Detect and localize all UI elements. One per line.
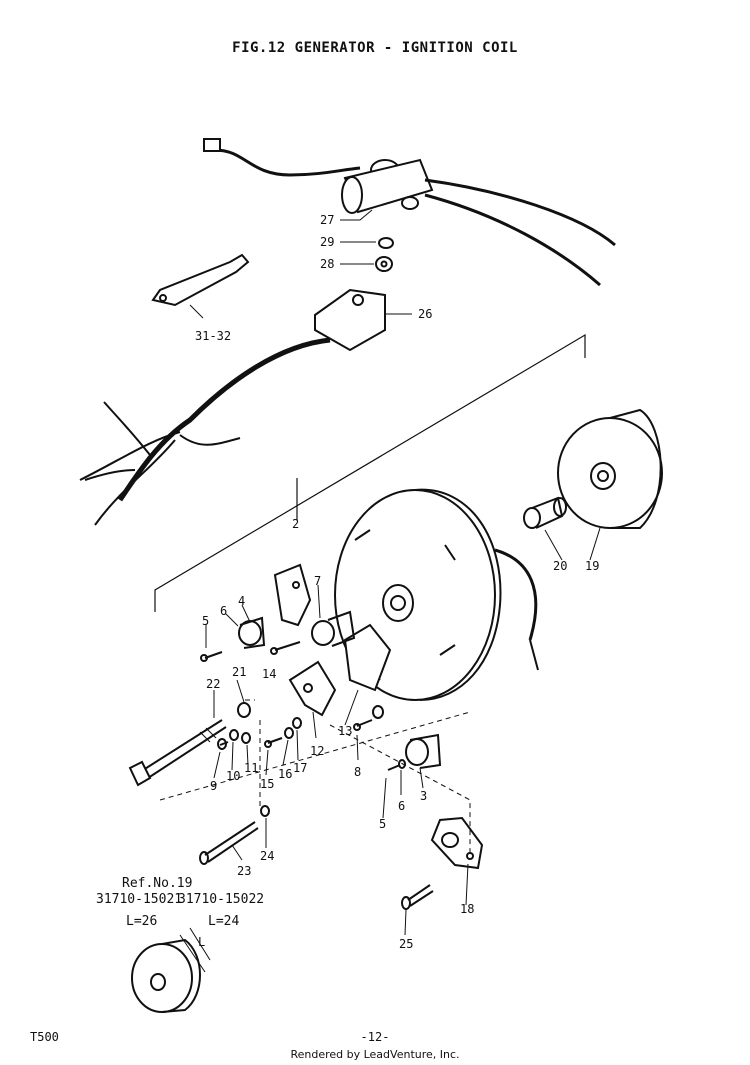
coil-7 — [311, 610, 356, 647]
callout-26: 26 — [418, 307, 432, 321]
nut-28 — [375, 256, 393, 272]
callout-13: 13 — [338, 724, 352, 738]
length-b: L=24 — [208, 914, 240, 929]
fasteners — [200, 641, 406, 817]
callout-18: 18 — [460, 902, 474, 916]
rotor-19 — [557, 408, 663, 529]
callout-2: 2 — [292, 517, 299, 531]
callout-23: 23 — [237, 864, 251, 878]
bolt-22 — [128, 719, 227, 787]
callout-12: 12 — [310, 744, 324, 758]
callout-22: 22 — [206, 677, 220, 691]
coil-6 — [238, 616, 266, 649]
part-number-b: 31710-15022 — [178, 892, 265, 907]
assembly-bracket — [154, 333, 586, 612]
callout-5-upper: 5 — [202, 614, 209, 628]
alignment-lines — [159, 699, 471, 855]
callout-19: 19 — [585, 559, 599, 573]
coil-3 — [405, 733, 442, 769]
figure-title: FIG.12 GENERATOR - IGNITION COIL — [232, 40, 518, 56]
bracket-31-32 — [151, 253, 250, 307]
callouts: 27 29 28 31-32 26 2 20 19 4 6 5 7 21 14 … — [195, 213, 599, 951]
callout-15: 15 — [260, 777, 274, 791]
part-number-a: 31710-15021 — [96, 892, 183, 907]
callout-4: 4 — [238, 594, 245, 608]
contact-breaker-4 — [273, 563, 312, 627]
leader-lines — [189, 209, 601, 936]
collar-20 — [523, 496, 567, 529]
callout-29: 29 — [320, 235, 334, 249]
contact-plate-12 — [288, 660, 337, 717]
cover-18 — [430, 816, 484, 870]
callout-7: 7 — [314, 574, 321, 588]
callout-11: 11 — [244, 761, 258, 775]
callout-31-32: 31-32 — [195, 329, 231, 343]
callout-6-lower: 6 — [398, 799, 405, 813]
callout-16: 16 — [278, 767, 292, 781]
model-code: T500 — [30, 1030, 59, 1044]
contact-breaker-13 — [343, 623, 392, 692]
ref-number: Ref.No.19 — [122, 876, 193, 891]
rotor-inset — [131, 927, 211, 1013]
callout-20: 20 — [553, 559, 567, 573]
callout-28: 28 — [320, 257, 334, 271]
page-number: -12- — [360, 1030, 390, 1044]
callout-25: 25 — [399, 937, 413, 951]
render-credit: Rendered by LeadVenture, Inc. — [290, 1048, 460, 1061]
callout-L: L — [198, 935, 205, 949]
callout-27: 27 — [320, 213, 334, 227]
ignition-coil — [203, 138, 616, 287]
callout-9: 9 — [210, 779, 217, 793]
callout-3: 3 — [420, 789, 427, 803]
callout-17: 17 — [293, 761, 307, 775]
callout-21: 21 — [232, 665, 246, 679]
wiring-harness — [79, 288, 386, 526]
callout-10: 10 — [226, 769, 240, 783]
callout-6-upper: 6 — [220, 604, 227, 618]
screw-25 — [401, 884, 434, 910]
callout-5-lower: 5 — [379, 817, 386, 831]
bolt-23 — [199, 821, 259, 865]
callout-8: 8 — [354, 765, 361, 779]
length-a: L=26 — [126, 914, 158, 929]
callout-24: 24 — [260, 849, 274, 863]
nut-29 — [378, 237, 394, 249]
callout-14: 14 — [262, 667, 276, 681]
